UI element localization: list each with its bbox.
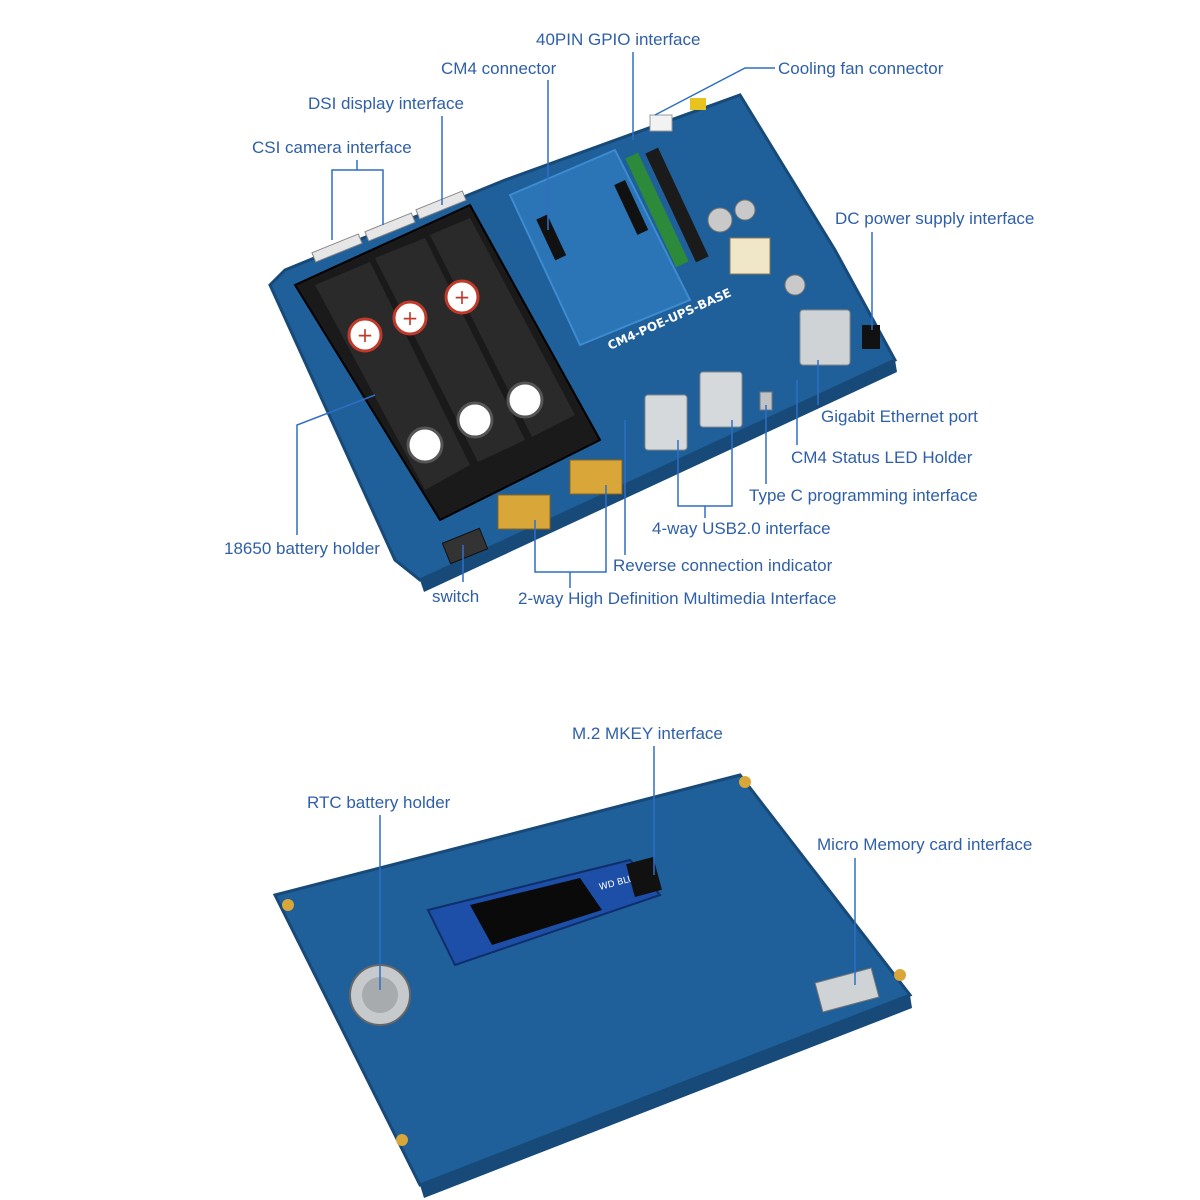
label-ethernet: Gigabit Ethernet port: [821, 407, 978, 426]
battery-slot: [375, 238, 525, 462]
label-reverse: Reverse connection indicator: [613, 556, 833, 575]
leader-usb: [677, 420, 733, 507]
csi-connector: [311, 233, 363, 263]
svg-text:+: +: [402, 306, 419, 330]
usb-port: [644, 394, 688, 451]
ssd-label-black: [470, 878, 602, 945]
standoff: [739, 776, 751, 788]
leader-hdmi: [534, 485, 607, 573]
label-switch: switch: [432, 587, 480, 606]
label-hdmi: 2-way High Definition Multimedia Interfa…: [518, 589, 837, 608]
leader-csi: [331, 169, 384, 240]
m2-slot: [626, 856, 662, 898]
ethernet-jack: [799, 309, 851, 366]
capacitor: [784, 274, 806, 296]
cm4-connector-left: [536, 214, 567, 261]
svg-text:+: +: [357, 323, 374, 347]
label-battery: 18650 battery holder: [224, 539, 380, 558]
label-dsi: DSI display interface: [308, 94, 464, 113]
usb-port: [699, 371, 743, 428]
plus-marker: [392, 300, 428, 336]
battery-slot: [430, 218, 575, 437]
microsd-slot: [814, 967, 880, 1013]
plus-marker: [347, 317, 383, 353]
hdmi-port: [569, 459, 623, 495]
minus-marker: [456, 401, 494, 439]
label-led: CM4 Status LED Holder: [791, 448, 973, 467]
label-usb: 4-way USB2.0 interface: [652, 519, 831, 538]
standoff: [282, 899, 294, 911]
hdmi-port: [497, 494, 551, 530]
standoff: [894, 969, 906, 981]
inductor: [729, 237, 771, 275]
leader-battery: [296, 394, 376, 535]
standoff: [396, 1134, 408, 1146]
minus-marker: [406, 426, 444, 464]
label-fan: Cooling fan connector: [778, 59, 944, 78]
capacitor: [734, 199, 756, 221]
label-cm4: CM4 connector: [441, 59, 557, 78]
label-sd: Micro Memory card interface: [817, 835, 1033, 854]
leader-fan: [654, 67, 775, 116]
csi-connector: [364, 212, 416, 242]
top-pcb-edge: [420, 360, 897, 592]
label-gpio: 40PIN GPIO interface: [536, 30, 701, 49]
minus-marker: [506, 381, 544, 419]
label-typec: Type C programming interface: [749, 486, 978, 505]
svg-text:+: +: [454, 285, 471, 309]
bottom-pcb-edge: [420, 995, 912, 1198]
dsi-connector: [415, 190, 467, 220]
label-csi: CSI camera interface: [252, 138, 412, 157]
capacitor: [707, 207, 733, 233]
fan-connector: [649, 114, 673, 132]
cm4-connector-right: [614, 179, 649, 235]
gpio-header-black: [645, 147, 709, 263]
label-m2: M.2 MKEY interface: [572, 724, 723, 743]
label-dc: DC power supply interface: [835, 209, 1035, 228]
cm4-module-area: [508, 148, 692, 347]
label-rtc: RTC battery holder: [307, 793, 451, 812]
power-switch: [441, 527, 489, 565]
gpio-header: [625, 152, 689, 268]
plus-marker: [444, 279, 480, 315]
yellow-jumper: [690, 98, 706, 110]
dc-jack: [862, 325, 880, 349]
